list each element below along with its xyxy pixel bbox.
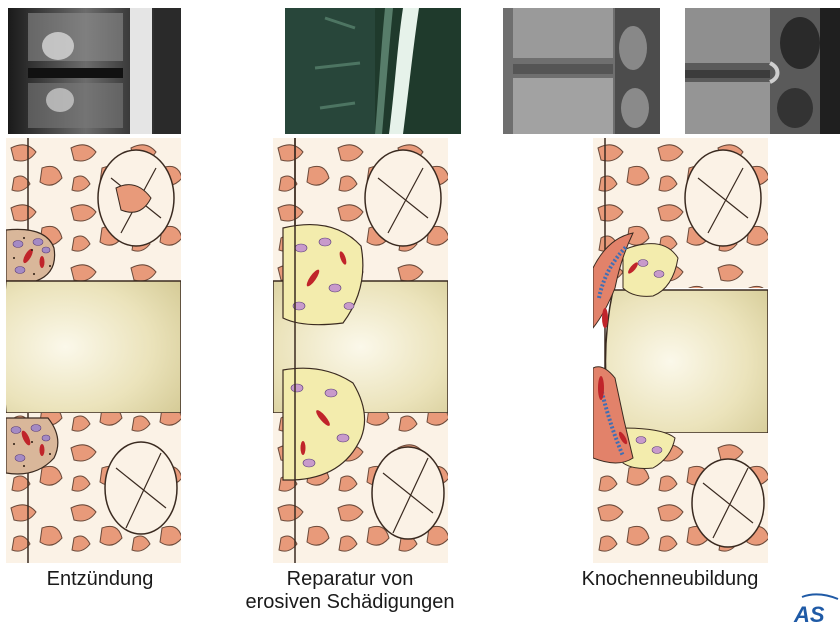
logo-text: AS bbox=[793, 602, 825, 623]
mri-image-repair bbox=[285, 8, 461, 134]
caption-inflammation: Entzündung bbox=[20, 568, 180, 591]
caption-repair-line2: erosiven Schädigungen bbox=[230, 591, 470, 614]
caption-repair-line1: Reparatur von bbox=[230, 568, 470, 591]
xray-image-new-bone-1 bbox=[503, 8, 660, 134]
panel-repair bbox=[273, 138, 448, 563]
logo: AS bbox=[788, 593, 840, 623]
mri-image-inflammation bbox=[8, 8, 181, 134]
xray-image-new-bone-2 bbox=[685, 8, 840, 134]
caption-repair: Reparatur von erosiven Schädigungen bbox=[230, 568, 470, 614]
panel-inflammation bbox=[6, 138, 181, 563]
caption-new-bone: Knochenneubildung bbox=[560, 568, 780, 591]
panel-new-bone bbox=[593, 138, 768, 563]
